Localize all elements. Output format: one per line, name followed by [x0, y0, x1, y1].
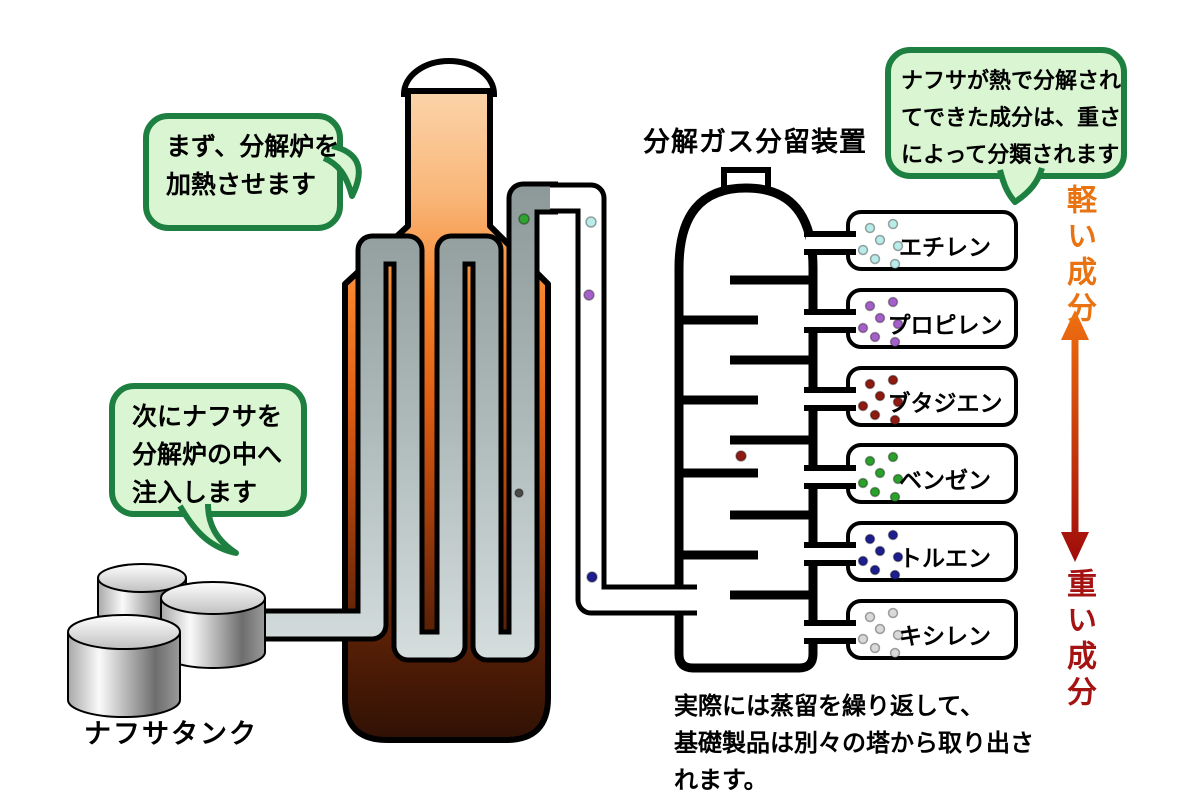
- transfer-pipe: [550, 182, 697, 616]
- butadiene-molecules: [857, 374, 904, 426]
- arrow-down-head: [1061, 532, 1089, 562]
- outlet-stubs: [804, 231, 856, 644]
- cracking-furnace: [240, 58, 558, 743]
- speech-bubble-step2-shape: [109, 383, 307, 556]
- note-line: 実際には蒸留を繰り返して、: [674, 692, 985, 720]
- red-particle: [735, 450, 747, 462]
- column-title: 分解ガス分留装置: [643, 127, 867, 158]
- gray-particle: [514, 488, 524, 498]
- green-particle: [518, 213, 530, 225]
- heating-coil: [240, 181, 558, 663]
- speech-bubble-step1-shape: [143, 113, 362, 231]
- weight-arrow: [1061, 310, 1089, 562]
- product-label-ethylene: エチレン: [899, 235, 991, 261]
- fractionation-column: [674, 167, 818, 673]
- product-label-toluene: トルエン: [899, 546, 991, 572]
- bubble-line: 加熱させます: [166, 170, 317, 199]
- toluene-molecules: [857, 529, 904, 581]
- speech-bubble-classification-shape: [885, 47, 1127, 205]
- product-boxes: [846, 210, 1018, 660]
- bubble-line: てできた成分は、重さ: [901, 106, 1122, 131]
- product-label-benzene: ベンゼン: [899, 468, 991, 494]
- propylene-molecules: [857, 296, 904, 348]
- ethylene-molecules: [857, 218, 904, 270]
- furnace-cap: [400, 58, 498, 97]
- bubble-line: 次にナフサを: [132, 402, 283, 431]
- navy-particle: [586, 571, 598, 583]
- naphtha-tank-label: ナフサタンク: [84, 719, 258, 750]
- distillation-note: 実際には蒸留を繰り返して、 基礎製品は別々の塔から取り出さ れます。: [674, 688, 1034, 799]
- note-line: れます。: [674, 766, 768, 794]
- pipe-molecules: [514, 213, 747, 583]
- bubble-line: ナフサが熱で分解され: [901, 69, 1122, 94]
- product-label-butadiene: ブタジエン: [887, 391, 1003, 417]
- speech-bubble-step1: まず、分解炉を 加熱させます: [166, 128, 339, 204]
- bubble-line: まず、分解炉を: [166, 132, 340, 161]
- note-line: 基礎製品は別々の塔から取り出さ: [674, 729, 1034, 757]
- speech-bubble-classification: ナフサが熱で分解され てできた成分は、重さ によって分類されます: [901, 63, 1121, 174]
- product-label-xylene: キシレン: [899, 624, 991, 650]
- arrow-up-head: [1061, 310, 1089, 340]
- speech-bubble-step2: 次にナフサを 分解炉の中へ 注入します: [132, 398, 282, 512]
- purple-particle: [583, 289, 595, 301]
- column-trays: [679, 275, 813, 600]
- heavy-components-label: 重い成分: [1061, 568, 1096, 712]
- benzene-molecules: [857, 451, 904, 503]
- product-molecules: [857, 218, 904, 659]
- light-components-label: 軽い成分: [1061, 184, 1096, 328]
- tank-front: [67, 614, 181, 718]
- xylene-molecules: [857, 607, 904, 659]
- naphtha-tanks: [67, 563, 266, 718]
- bubble-line: 注入します: [132, 478, 258, 507]
- bubble-line: 分解炉の中へ: [132, 440, 283, 469]
- product-label-propylene: プロピレン: [887, 313, 1003, 339]
- cyan-particle: [585, 216, 597, 228]
- bubble-line: によって分類されます: [901, 143, 1120, 168]
- tank-right: [160, 581, 266, 669]
